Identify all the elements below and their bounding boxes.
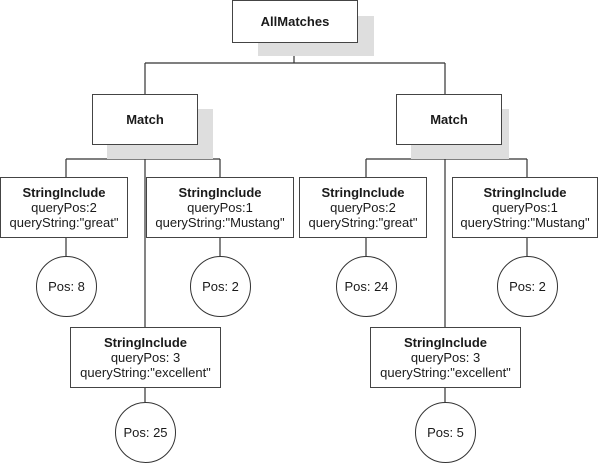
- node-title: StringInclude: [483, 185, 567, 200]
- node-title: StringInclude: [321, 185, 405, 200]
- result-pos-right-excellent[interactable]: Pos: 5: [415, 402, 476, 463]
- query-pos: queryPos:2: [31, 200, 97, 215]
- node-stringinclude-right-great[interactable]: StringInclude queryPos:2 queryString:"gr…: [299, 177, 427, 238]
- query-string: queryString:"Mustang": [155, 215, 285, 230]
- node-title: AllMatches: [260, 14, 330, 29]
- query-string: queryString:"great": [308, 215, 418, 230]
- query-pos: queryPos:1: [187, 200, 253, 215]
- node-stringinclude-right-mustang[interactable]: StringInclude queryPos:1 queryString:"Mu…: [452, 177, 598, 238]
- node-stringinclude-left-mustang[interactable]: StringInclude queryPos:1 queryString:"Mu…: [146, 177, 294, 238]
- node-stringinclude-left-excellent[interactable]: StringInclude queryPos: 3 queryString:"e…: [70, 327, 221, 388]
- result-pos-right-great[interactable]: Pos: 24: [336, 256, 397, 317]
- result-label: Pos: 2: [509, 279, 546, 294]
- query-string: queryString:"great": [9, 215, 119, 230]
- query-pos: queryPos: 3: [110, 350, 181, 365]
- node-title: Match: [430, 112, 468, 127]
- node-title: StringInclude: [178, 185, 262, 200]
- node-title: Match: [126, 112, 164, 127]
- query-pos: queryPos:2: [330, 200, 396, 215]
- result-label: Pos: 5: [427, 425, 464, 440]
- result-pos-left-great[interactable]: Pos: 8: [36, 256, 97, 317]
- node-match-right[interactable]: Match: [396, 94, 502, 145]
- result-pos-right-mustang[interactable]: Pos: 2: [497, 256, 558, 317]
- query-pos: queryPos: 3: [410, 350, 481, 365]
- query-pos: queryPos:1: [492, 200, 558, 215]
- result-pos-left-excellent[interactable]: Pos: 25: [115, 402, 176, 463]
- node-stringinclude-left-great[interactable]: StringInclude queryPos:2 queryString:"gr…: [0, 177, 128, 238]
- query-string: queryString:"Mustang": [460, 215, 590, 230]
- node-match-left[interactable]: Match: [92, 94, 198, 145]
- node-title: StringInclude: [403, 335, 488, 350]
- result-pos-left-mustang[interactable]: Pos: 2: [190, 256, 251, 317]
- query-string: queryString:"excellent": [380, 365, 511, 380]
- node-stringinclude-right-excellent[interactable]: StringInclude queryPos: 3 queryString:"e…: [370, 327, 521, 388]
- node-title: StringInclude: [22, 185, 106, 200]
- result-label: Pos: 8: [48, 279, 85, 294]
- result-label: Pos: 2: [202, 279, 239, 294]
- result-label: Pos: 24: [344, 279, 389, 294]
- result-label: Pos: 25: [123, 425, 168, 440]
- node-title: StringInclude: [103, 335, 188, 350]
- node-allmatches[interactable]: AllMatches: [232, 0, 358, 43]
- query-string: queryString:"excellent": [80, 365, 211, 380]
